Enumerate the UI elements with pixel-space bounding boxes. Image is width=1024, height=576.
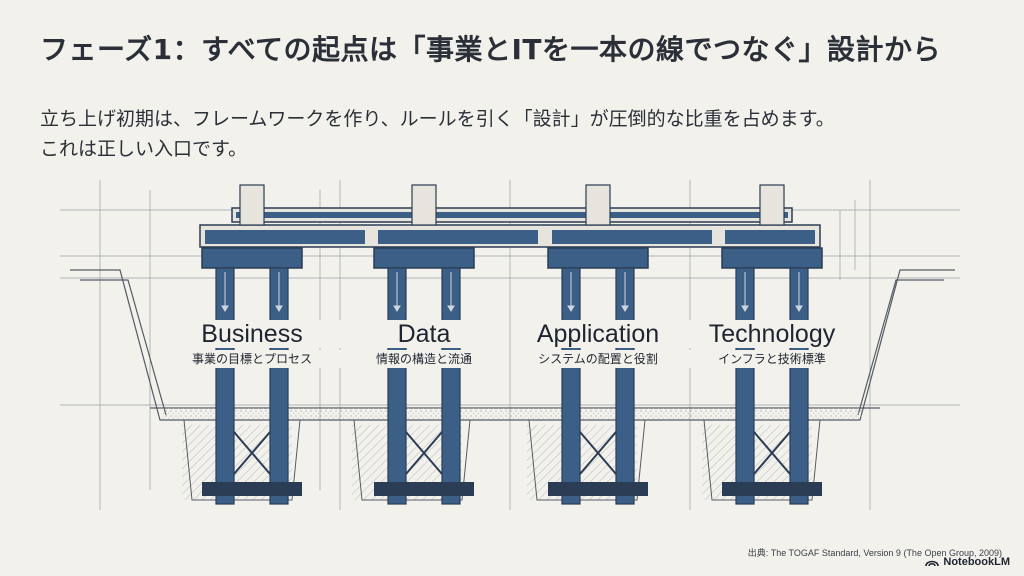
notebooklm-watermark: NotebookLM [925,556,1010,568]
brand-label: NotebookLM [943,556,1010,568]
flow-arrows [221,272,803,312]
pillar-name: Application [513,320,683,348]
pillar-label-application: Application システムの配置と役割 [513,320,683,368]
slide-title: フェーズ1：すべての起点は「事業とITを一本の線でつなぐ」設計から [40,33,942,66]
pillar-name: Technology [687,320,857,348]
pillar-label-technology: Technology インフラと技術標準 [687,320,857,368]
top-beam [199,207,821,248]
subtitle-line: 立ち上げ初期は、フレームワークを作り、ルールを引く「設計」が圧倒的な比重を占めま… [40,108,835,130]
pillar-description: システムの配置と役割 [513,350,683,368]
pillar-label-business: Business 事業の目標とプロセス [167,320,337,368]
pillar-label-data: Data 情報の構造と流通 [339,320,509,368]
architecture-blueprint-diagram [60,180,960,510]
pillar-description: 情報の構造と流通 [339,350,509,368]
subtitle-line: これは正しい入口です。 [40,138,248,160]
pillar-description: 事業の目標とプロセス [167,350,337,368]
pillar-description: インフラと技術標準 [687,350,857,368]
source-citation: 出典: The TOGAF Standard, Version 9 (The O… [747,548,1002,558]
pillar-name: Data [339,320,509,348]
pillar-name: Business [167,320,337,348]
notebooklm-logo-icon [925,560,940,567]
slide-subtitle: 立ち上げ初期は、フレームワークを作り、ルールを引く「設計」が圧倒的な比重を占めま… [40,104,980,164]
ground-layer [162,408,862,420]
